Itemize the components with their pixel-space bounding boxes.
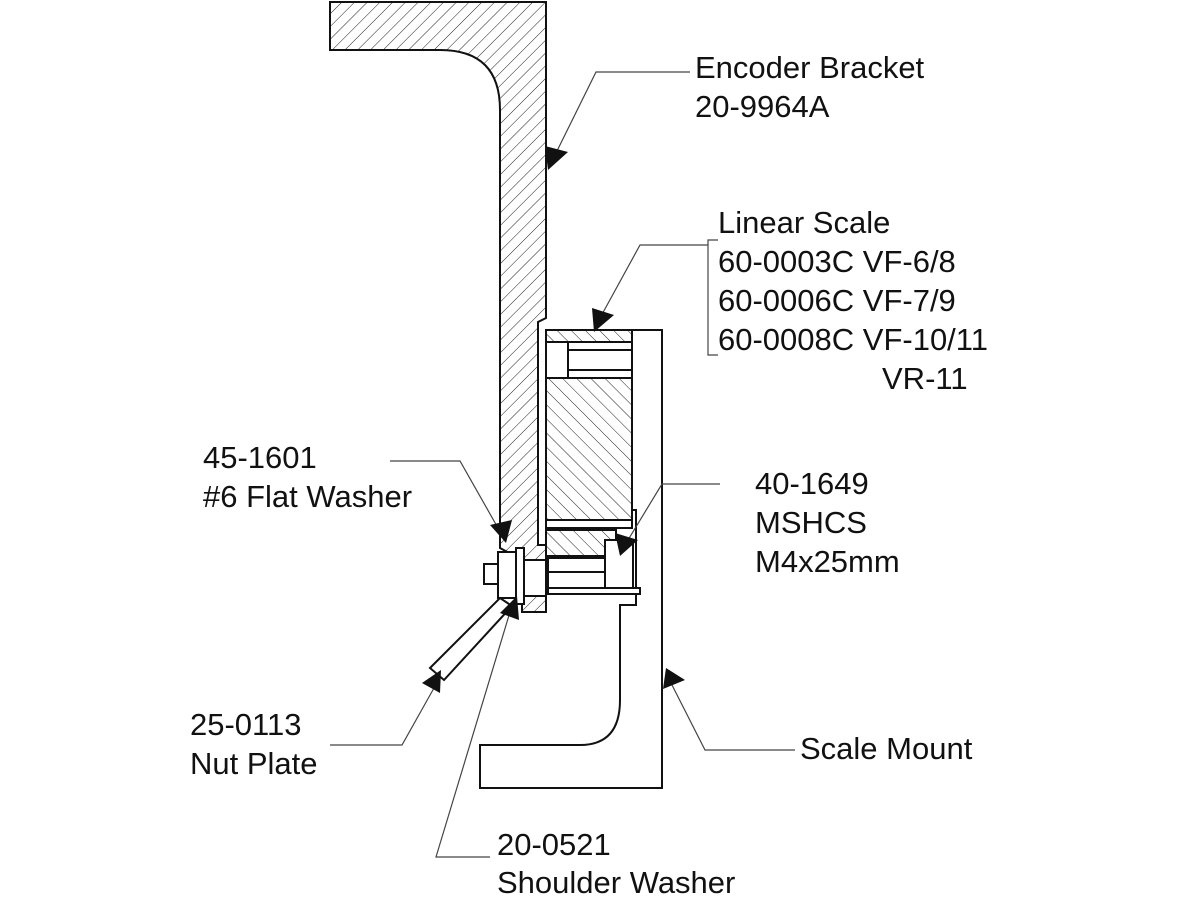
mshcs-name: MSHCS [755, 505, 867, 540]
leader-lines [330, 71, 795, 858]
encoder-bracket-part-number: 20-9964A [695, 89, 830, 124]
linear-scale-part [545, 329, 633, 529]
linear-scale-variant-3: 60-0008C VF-10/11 [718, 322, 988, 357]
flat-washer-name: #6 Flat Washer [203, 479, 412, 514]
encoder-bracket-name: Encoder Bracket [695, 50, 925, 85]
mshcs-size: M4x25mm [755, 544, 900, 579]
scale-mount-part [479, 329, 663, 789]
shoulder-washer-name: Shoulder Washer [497, 865, 735, 900]
scale-mount-name: Scale Mount [800, 731, 973, 766]
nut-plate-part-number: 25-0113 [190, 707, 301, 742]
linear-scale-variant-1: 60-0003C VF-6/8 [718, 244, 956, 279]
mshcs-part-number: 40-1649 [755, 466, 869, 501]
fastener-stack [428, 529, 641, 682]
shoulder-washer-part-number: 20-0521 [497, 827, 611, 862]
nut-plate-name: Nut Plate [190, 746, 318, 781]
linear-scale-name: Linear Scale [718, 205, 890, 240]
linear-scale-variant-4: VR-11 [882, 361, 968, 396]
encoder-bracket-part [329, 1, 547, 613]
linear-scale-variant-2: 60-0006C VF-7/9 [718, 283, 956, 318]
flat-washer-part-number: 45-1601 [203, 440, 317, 475]
